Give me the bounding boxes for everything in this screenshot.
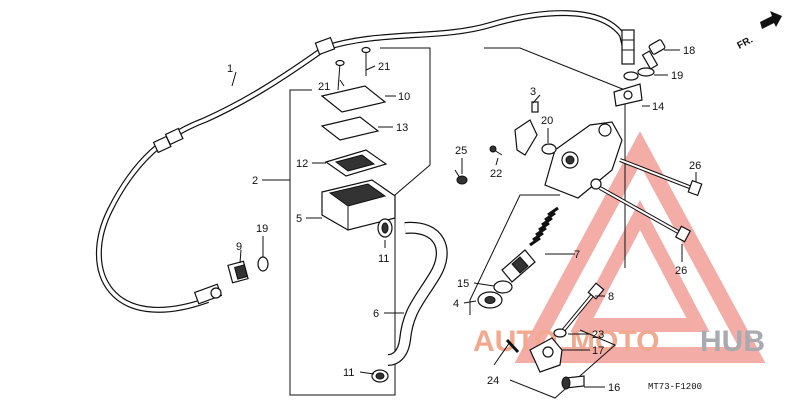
reservoir-body	[321, 179, 396, 231]
callout-11-lower: 11	[343, 367, 354, 379]
watermark-hub-text: HUB	[700, 325, 765, 358]
piston-assembly	[501, 249, 536, 283]
front-direction-label: FR.	[736, 34, 756, 51]
banjo-bolt-left	[227, 260, 249, 284]
callout-8: 8	[608, 291, 614, 303]
watermark-triangle-outer	[514, 131, 766, 363]
piston-spring	[529, 206, 559, 247]
callout-21-right: 21	[378, 61, 390, 73]
sealing-washer-upper	[637, 67, 655, 77]
callout-19-upper: 19	[671, 70, 683, 82]
callout-26-lower: 26	[675, 265, 687, 277]
hose-clamp-upper	[314, 36, 336, 56]
callout-19-left: 19	[256, 223, 268, 235]
callout-16: 16	[608, 382, 620, 394]
hose-clip-lower	[371, 369, 389, 383]
hose-joint-plate	[613, 83, 643, 107]
hose-clip-upper	[377, 218, 393, 238]
callout-2: 2	[252, 175, 258, 187]
callout-26-upper: 26	[689, 160, 701, 172]
small-screw	[489, 145, 503, 156]
hose-clamp-lower	[152, 135, 172, 154]
piston-boot	[477, 291, 503, 309]
mounting-bolt-upper	[619, 158, 703, 197]
drawing-code: MT73-F1200	[648, 382, 702, 392]
callout-13: 13	[396, 122, 408, 134]
pushrod-frame	[509, 329, 616, 399]
watermark-triangle-inner	[570, 199, 710, 332]
mounting-bolt-lower	[599, 186, 692, 243]
push-rod	[560, 282, 605, 334]
front-arrow-icon	[760, 11, 782, 29]
callout-20: 20	[541, 115, 553, 127]
callout-4: 4	[453, 298, 459, 310]
callout-3: 3	[530, 86, 536, 98]
hose-fitting-nut	[210, 287, 222, 299]
callout-5: 5	[296, 213, 302, 225]
watermark: AUTO MOTO HUB	[473, 131, 766, 363]
lock-nut	[553, 328, 567, 338]
o-ring	[541, 143, 557, 155]
callout-24: 24	[487, 375, 499, 387]
mounting-bolt	[454, 169, 468, 185]
leader-lines	[231, 49, 697, 388]
callout-9: 9	[236, 241, 242, 253]
piston-kit-frame	[469, 194, 560, 315]
assembly-frames	[289, 47, 626, 399]
callout-1: 1	[227, 63, 233, 75]
reservoir-screws	[335, 46, 371, 91]
sealing-washer-left	[257, 256, 269, 272]
reservoir-hose	[387, 221, 448, 366]
front-direction-indicator: FR.	[736, 11, 782, 52]
master-cylinder-frame	[484, 47, 626, 268]
bracket-bolt	[531, 101, 539, 113]
callout-12: 12	[296, 158, 308, 170]
reservoir-cap	[320, 85, 387, 113]
callout-14: 14	[652, 101, 664, 113]
hose-fitting-upper	[621, 29, 635, 65]
callout-18: 18	[683, 45, 695, 57]
clevis-bolt	[561, 375, 585, 390]
callout-17: 17	[592, 345, 604, 357]
master-cylinder-body	[544, 121, 623, 199]
banjo-bolt-upper	[641, 39, 666, 70]
callout-11-upper: 11	[378, 253, 389, 265]
callout-22: 22	[490, 168, 502, 180]
brake-hose	[95, 10, 635, 313]
sealing-washer-joint	[623, 71, 639, 81]
callout-25: 25	[455, 145, 467, 157]
reservoir-diaphragm	[324, 149, 388, 177]
push-rod-adjuster	[514, 119, 538, 156]
callout-23: 23	[592, 329, 604, 341]
piston-cup	[493, 280, 513, 294]
callout-7: 7	[574, 249, 580, 261]
callout-labels: 1 2 3 4 5 6 7 8 9 10 11 11 12 13 14 15 1…	[227, 45, 701, 394]
clevis-pin	[505, 338, 520, 354]
callout-15: 15	[457, 278, 469, 290]
reservoir-frame	[289, 47, 431, 396]
callout-10: 10	[398, 91, 410, 103]
clevis	[529, 337, 563, 373]
callout-6: 6	[373, 308, 379, 320]
watermark-moto-text: MOTO	[570, 325, 659, 358]
reservoir-plate	[320, 116, 380, 141]
callout-21-left: 21	[318, 81, 330, 93]
